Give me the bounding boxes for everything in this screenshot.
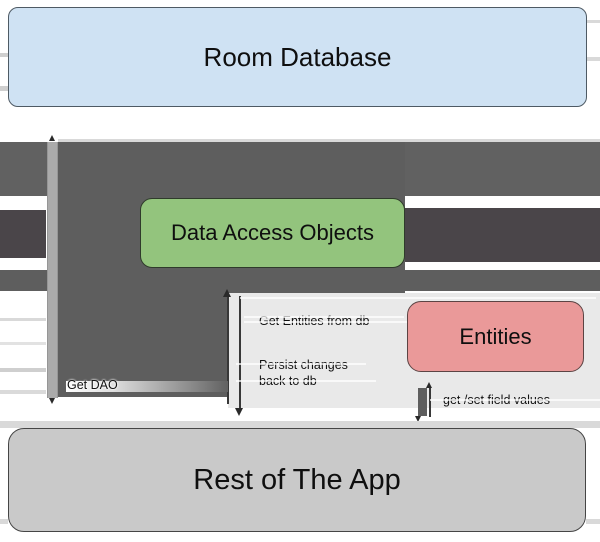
artifact-streak: [0, 368, 46, 372]
get-set-arrow-line: [429, 387, 431, 417]
get-set-arrowhead-down-icon: [415, 416, 421, 422]
artifact-streak: [0, 53, 8, 57]
node-entities: Entities: [407, 301, 584, 372]
get-dao-arrowhead-bottom-icon: [49, 398, 55, 404]
node-rest-of-the-app-label: Rest of The App: [193, 463, 401, 496]
node-data-access-objects: Data Access Objects: [140, 198, 405, 268]
artifact-streak: [586, 519, 600, 524]
artifact-streak: [587, 57, 600, 61]
artifact-streak: [0, 318, 46, 321]
artifact-streak: [0, 342, 46, 345]
connector-block-central-lower: [58, 293, 228, 397]
persist-changes-arrow-line: [239, 296, 241, 408]
get-dao-arrow-shaft: [47, 142, 58, 398]
node-entities-label: Entities: [459, 323, 532, 349]
get-dao-arrowhead-top-icon: [49, 135, 55, 141]
artifact-streak: [236, 380, 376, 382]
node-rest-of-the-app: Rest of The App: [8, 428, 586, 532]
node-data-access-objects-label: Data Access Objects: [171, 220, 374, 245]
artifact-streak: [0, 86, 8, 91]
get-entities-arrow-line: [227, 296, 229, 404]
top-band-edge-highlight: [58, 139, 600, 142]
connector-band-lower: [0, 270, 600, 291]
artifact-streak: [244, 316, 404, 318]
artifact-streak: [587, 20, 600, 23]
get-entities-arrowhead-icon: [223, 289, 231, 297]
persist-changes-label-line1: Persist changes: [259, 358, 348, 372]
connector-band-middle-left: [0, 210, 46, 258]
artifact-streak: [236, 363, 366, 365]
get-set-arrowhead-up-icon: [426, 382, 432, 388]
get-dao-label: Get DAO: [67, 378, 118, 392]
persist-changes-arrowhead-icon: [235, 408, 243, 416]
connector-band-middle-right: [405, 208, 600, 262]
bottom-band: [0, 421, 600, 428]
artifact-streak: [430, 399, 600, 401]
artifact-streak: [0, 390, 46, 394]
get-dao-label-band: [66, 381, 228, 392]
node-room-database-label: Room Database: [203, 41, 392, 72]
node-room-database: Room Database: [8, 7, 587, 107]
artifact-streak: [240, 297, 596, 299]
get-set-arrow-bar: [418, 388, 427, 416]
artifact-streak: [0, 519, 8, 524]
